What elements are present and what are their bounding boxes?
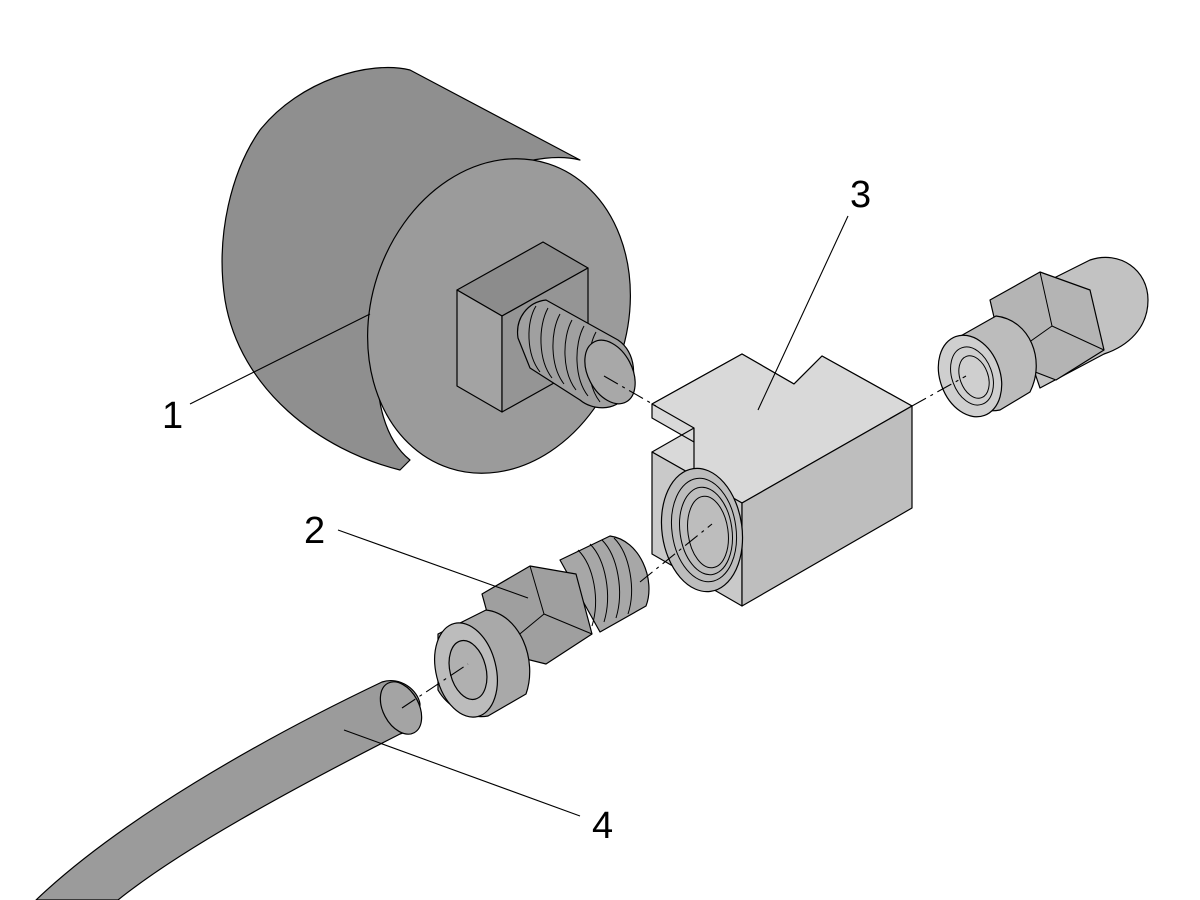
leader-4 bbox=[343, 729, 581, 817]
callout-4: 4 bbox=[592, 805, 613, 847]
assembly-axes bbox=[401, 375, 967, 709]
callout-3: 3 bbox=[850, 174, 871, 216]
pressure-gauge bbox=[221, 66, 636, 474]
tube bbox=[35, 680, 423, 900]
tee-fitting bbox=[651, 353, 913, 607]
leader-lines bbox=[189, 215, 849, 817]
callout-2: 2 bbox=[304, 510, 325, 552]
gauge-thread-stem bbox=[517, 299, 636, 409]
leader-3 bbox=[757, 215, 849, 411]
callout-1: 1 bbox=[162, 395, 183, 437]
leader-2 bbox=[337, 529, 529, 599]
leader-1 bbox=[189, 313, 371, 405]
connector-right bbox=[937, 256, 1149, 418]
connector bbox=[434, 535, 650, 718]
